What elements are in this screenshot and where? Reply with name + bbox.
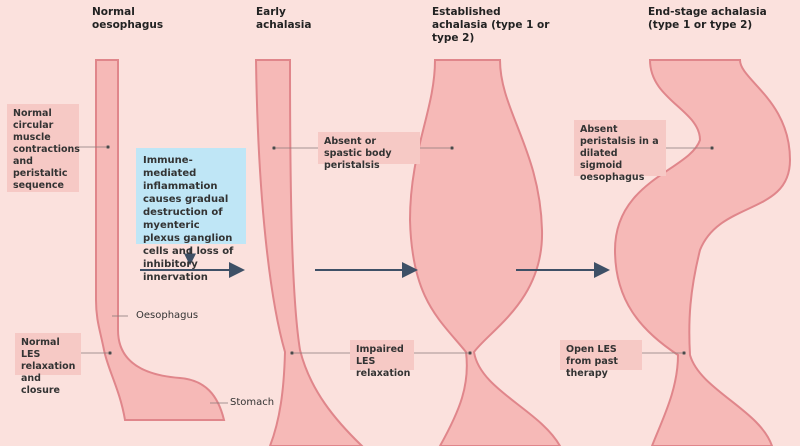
stage-title-normal: Normal oesophagus xyxy=(92,6,164,31)
label-normal-contractions: Normal circular muscle contractions and … xyxy=(7,104,80,192)
label-absent-spastic: Absent or spastic body peristalsis xyxy=(318,132,420,171)
label-normal-les: Normal LES relaxation and closure xyxy=(15,333,81,396)
established-achalasia-tube xyxy=(408,59,562,446)
label-open-les: Open LES from past therapy xyxy=(560,340,642,379)
label-absent-sigmoid: Absent peristalsis in a dilated sigmoid … xyxy=(574,120,666,183)
label-stomach: Stomach xyxy=(230,397,275,408)
stage-title-early: Early achalasia xyxy=(256,6,312,31)
end-stage-achalasia-tube xyxy=(613,59,792,446)
info-box-immune: Immune-mediated inflammation causes grad… xyxy=(136,148,246,283)
normal-oesophagus-tube xyxy=(95,59,226,421)
label-impaired-les: Impaired LES relaxation xyxy=(350,340,414,379)
stage-title-end-stage: End-stage achalasia (type 1 or type 2) xyxy=(648,6,767,31)
early-achalasia-tube xyxy=(254,59,364,446)
label-oesophagus: Oesophagus xyxy=(136,310,199,321)
stage-title-established: Established achalasia (type 1 or type 2) xyxy=(432,6,550,44)
